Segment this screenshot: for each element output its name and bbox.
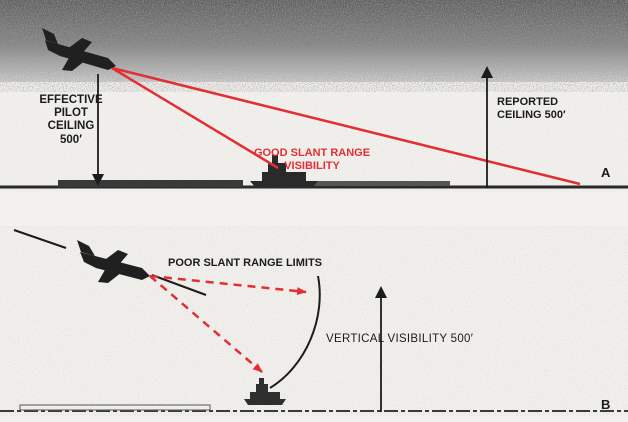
airplane-a (42, 28, 116, 71)
poor-slant-arrow-horizontal (149, 274, 307, 296)
haze-texture-a (0, 92, 628, 192)
reported-ceiling-label: REPORTED CEILING 500′ (497, 96, 577, 121)
poor-slant-range-label: POOR SLANT RANGE LIMITS (168, 257, 322, 269)
effective-label-line-3: CEILING (47, 120, 95, 133)
runway-a (58, 180, 243, 187)
glide-path-b-continue (151, 274, 207, 296)
reported-label-line-2: CEILING 500′ (497, 108, 566, 121)
runway-b (19, 404, 211, 411)
poor-slant-arrow-down (149, 275, 263, 373)
visibility-limit-arc (269, 275, 321, 389)
effective-ceiling-arrowhead (92, 174, 104, 186)
airplane-b (77, 240, 150, 283)
reported-label-line-1: REPORTED (497, 96, 559, 108)
vertical-visibility-arrowhead (375, 286, 387, 298)
good-slant-line-to-ship (111, 66, 279, 170)
good-slant-range-label: GOOD SLANT RANGE VISIBILITY (232, 147, 392, 172)
effective-label-line-2: PILOT (54, 107, 88, 120)
panel-letter-a: A (601, 165, 611, 180)
reported-ceiling-arrowhead (481, 66, 493, 78)
good-slant-line-far (111, 66, 581, 186)
ship-b (244, 378, 286, 405)
effective-label-line-4: 500′ (60, 133, 82, 146)
good-label-line-2: VISIBILITY (284, 159, 340, 172)
haze-texture-b (0, 226, 628, 416)
shore-a (300, 181, 450, 186)
effective-ceiling-label: EFFECTIVE PILOT CEILING 500′ (36, 94, 106, 147)
cloud-texture-a (0, 0, 628, 92)
glide-path-b (13, 229, 67, 249)
panel-letter-b: B (601, 397, 611, 412)
effective-label-line-1: EFFECTIVE (39, 94, 103, 106)
good-label-line-1: GOOD SLANT RANGE (253, 147, 371, 159)
vertical-visibility-label: VERTICAL VISIBILITY 500′ (326, 333, 474, 345)
